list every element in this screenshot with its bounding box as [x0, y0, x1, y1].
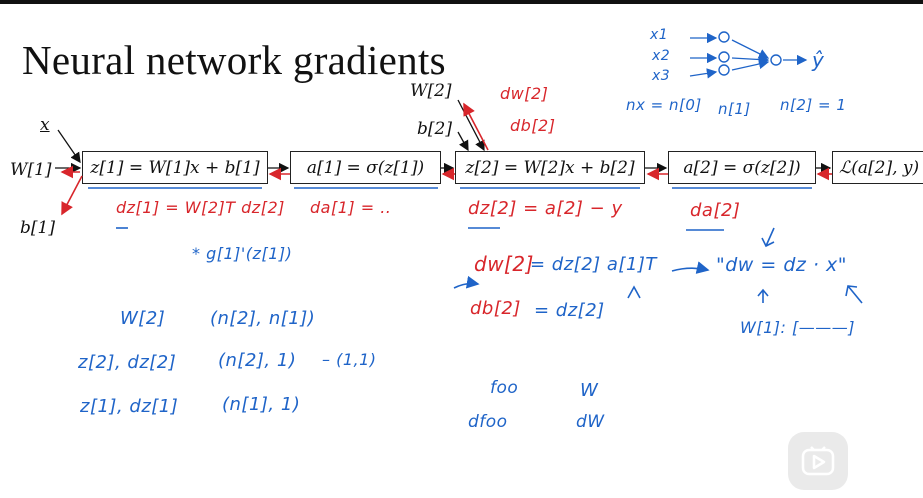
w2-dim-note: W[2] [120, 308, 166, 329]
dw2-rhs-note: = dz[2] a[1]T [530, 254, 657, 275]
dw2-top-note: dw[2] [500, 84, 549, 103]
loss-box: ℒ(a[2], y) [832, 151, 923, 184]
dw-note: dW [576, 412, 605, 432]
play-icon [801, 446, 835, 476]
w-note: W [580, 380, 599, 401]
dw-formula-note: "dw = dz · x" [716, 254, 847, 276]
a1-box: a[1] = σ(z[1]) [290, 151, 441, 184]
z1-box: z[1] = W[1]x + b[1] [82, 151, 268, 184]
z2-shape-note: (n[2], 1) [218, 350, 297, 371]
input-W2-label: W[2] [410, 81, 452, 101]
foo-note: foo [490, 378, 519, 398]
play-button[interactable] [788, 432, 848, 490]
dz2-note: dz[2] = a[2] − y [468, 198, 623, 219]
z2-dz2-note: z[2], dz[2] [78, 352, 177, 373]
z2-box: z[2] = W[2]x + b[2] [455, 151, 645, 184]
w2-shape-note: (n[2], n[1]) [210, 308, 316, 329]
dw2-note: dw[2] [474, 252, 534, 276]
db2-rhs-note: = dz[2] [534, 300, 605, 321]
z1-shape-note: (n[1], 1) [222, 394, 301, 415]
z2-extra-note: – (1,1) [322, 350, 377, 369]
net-x3-label: x3 [652, 68, 671, 84]
slide-title: Neural network gradients [22, 37, 446, 83]
net-x1-label: x1 [650, 27, 669, 43]
net-yhat-label: ŷ [812, 48, 825, 72]
da2-note: da[2] [690, 200, 741, 221]
top-border [0, 0, 923, 4]
db2-top-note: db[2] [510, 116, 556, 135]
input-x-label: x [40, 115, 50, 135]
input-W1-label: W[1] [10, 160, 52, 180]
input-b1-label: b[1] [20, 218, 55, 238]
dz1-note: dz[1] = W[2]T dz[2] [116, 198, 285, 217]
w1-shape-note: W[1]: [———] [740, 318, 855, 337]
g-prime-note: * g[1]'(z[1]) [192, 244, 293, 263]
dfoo-note: dfoo [468, 412, 508, 432]
nx-note: nx = n[0] [626, 96, 702, 114]
a2-box: a[2] = σ(z[2]) [668, 151, 816, 184]
db2-note: db[2] [470, 298, 521, 319]
input-b2-label: b[2] [417, 119, 452, 139]
da1-note: da[1] = .. [310, 198, 392, 217]
n2-note: n[2] = 1 [780, 96, 847, 114]
net-x2-label: x2 [652, 48, 671, 64]
n1-note: n[1] [718, 100, 751, 118]
z1-dz1-note: z[1], dz[1] [80, 396, 179, 417]
